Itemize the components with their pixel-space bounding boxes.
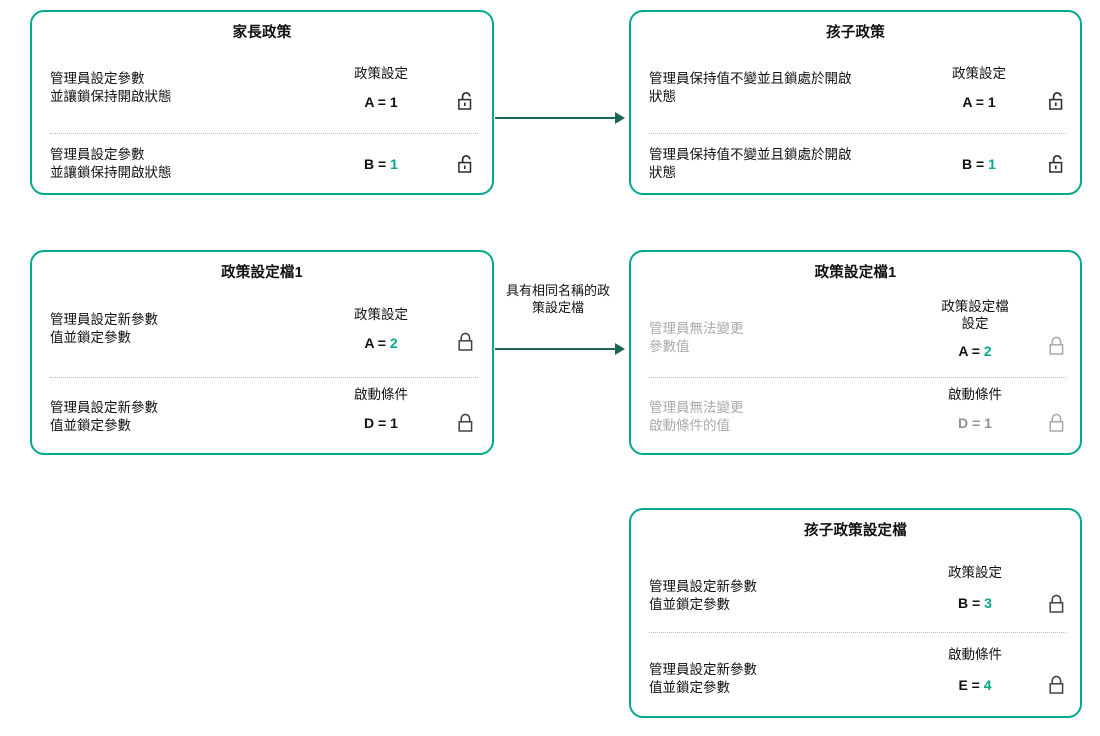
- section-label: 啟動條件: [354, 386, 408, 402]
- lock-icon: [1048, 675, 1066, 696]
- row-value: A = 2: [958, 342, 992, 359]
- lock-icon: [457, 332, 475, 353]
- row-description: 管理員設定參數 並讓鎖保持開啟狀態: [50, 71, 172, 104]
- row-description: 管理員設定新參數 值並鎖定參數: [649, 662, 757, 695]
- row-value: B = 1: [962, 156, 996, 172]
- row-divider: [649, 632, 1066, 633]
- row-description: 管理員設定參數 並讓鎖保持開啟狀態: [50, 147, 172, 180]
- section-label: 政策設定: [354, 306, 408, 322]
- row-value-column: 政策設定 A = 1: [322, 66, 440, 111]
- table-row: 管理員設定新參數 值並鎖定參數 政策設定 A = 2: [32, 290, 492, 368]
- row-value-column: 政策設定 B = 3: [916, 565, 1034, 612]
- row-value: A = 1: [364, 94, 398, 111]
- section-label: 政策設定: [948, 564, 1002, 580]
- section-label: 啟動條件: [948, 386, 1002, 402]
- lock-status-cell: [1034, 302, 1080, 357]
- table-row: 管理員設定新參數 值並鎖定參數 啟動條件 E = 4: [631, 632, 1080, 708]
- table-row: 管理員無法變更 參數值 政策設定檔 設定 A = 2: [631, 290, 1080, 368]
- row-value-column: 啟動條件 E = 4: [916, 647, 1034, 694]
- row-divider: [649, 133, 1066, 134]
- row-value-column: 政策設定 A = 2: [322, 307, 440, 352]
- arrow-head-icon: [615, 343, 625, 355]
- row-description: 管理員設定新參數 值並鎖定參數: [50, 400, 158, 433]
- lock-icon: [1048, 413, 1066, 434]
- lock-status-cell: [440, 385, 492, 434]
- arrow-head-icon: [615, 112, 625, 124]
- row-value: E = 4: [958, 677, 992, 694]
- row-description: 管理員保持值不變並且鎖處於開啟 狀態: [649, 147, 852, 180]
- row-description: 管理員無法變更 參數值: [649, 321, 744, 354]
- row-description: 管理員設定新參數 值並鎖定參數: [649, 579, 757, 612]
- lock-status-cell: [440, 154, 492, 175]
- lock-status-cell: [440, 306, 492, 353]
- card-parent-policy: 家長政策 管理員設定參數 並讓鎖保持開啟狀態 政策設定 A = 1 管理員設定參…: [30, 10, 494, 195]
- unlock-icon: [1048, 154, 1066, 175]
- row-value: D = 1: [364, 415, 398, 432]
- table-row: 管理員設定新參數 值並鎖定參數 政策設定 B = 3: [631, 548, 1080, 628]
- row-value: A = 2: [364, 335, 398, 352]
- unlock-icon: [1048, 91, 1066, 112]
- lock-icon: [1048, 336, 1066, 357]
- card-title: 家長政策: [232, 25, 292, 41]
- table-row: 管理員保持值不變並且鎖處於開啟 狀態 B = 1: [631, 134, 1080, 194]
- row-value: A = 1: [962, 94, 996, 111]
- card-child-policy-profile: 孩子政策設定檔 管理員設定新參數 值並鎖定參數 政策設定 B = 3 管理員設定…: [629, 508, 1082, 718]
- section-label: 啟動條件: [948, 646, 1002, 662]
- section-label: 政策設定檔 設定: [941, 299, 1009, 331]
- row-description: 管理員設定新參數 值並鎖定參數: [50, 312, 158, 345]
- row-value-column: 啟動條件 D = 1: [322, 387, 440, 432]
- unlock-icon: [457, 91, 475, 112]
- lock-status-cell: [1034, 562, 1080, 615]
- card-title: 政策設定檔1: [221, 265, 303, 281]
- connector-label: 具有相同名稱的政 策設定檔: [505, 283, 610, 315]
- table-row: 管理員設定新參數 值並鎖定參數 啟動條件 D = 1: [32, 372, 492, 446]
- row-divider: [50, 377, 478, 378]
- lock-status-cell: [1034, 154, 1080, 175]
- table-row: 管理員無法變更 啟動條件的值 啟動條件 D = 1: [631, 372, 1080, 446]
- row-value: D = 1: [958, 415, 992, 432]
- row-value-column: 啟動條件 D = 1: [916, 387, 1034, 432]
- connector-line: [495, 348, 617, 350]
- section-label: 政策設定: [952, 65, 1006, 81]
- row-value: B = 3: [958, 595, 992, 612]
- lock-icon: [457, 413, 475, 434]
- lock-status-cell: [1034, 385, 1080, 434]
- connector-line: [495, 117, 617, 119]
- lock-status-cell: [440, 65, 492, 112]
- card-policy-profile-1-right: 政策設定檔1 管理員無法變更 參數值 政策設定檔 設定 A = 2 管理員無法變…: [629, 250, 1082, 455]
- unlock-icon: [457, 154, 475, 175]
- lock-status-cell: [1034, 645, 1080, 696]
- card-title: 政策設定檔1: [814, 265, 897, 281]
- lock-status-cell: [1034, 65, 1080, 112]
- card-policy-profile-1-left: 政策設定檔1 管理員設定新參數 值並鎖定參數 政策設定 A = 2 管理員設定新…: [30, 250, 494, 455]
- row-value-column: B = 1: [322, 156, 440, 172]
- table-row: 管理員設定參數 並讓鎖保持開啟狀態 政策設定 A = 1: [32, 52, 492, 124]
- row-value-column: 政策設定 A = 1: [924, 66, 1034, 111]
- lock-icon: [1048, 594, 1066, 615]
- section-label: 政策設定: [354, 65, 408, 81]
- card-child-policy: 孩子政策 管理員保持值不變並且鎖處於開啟 狀態 政策設定 A = 1 管理員保持…: [629, 10, 1082, 195]
- row-divider: [649, 377, 1066, 378]
- row-value-column: B = 1: [924, 156, 1034, 172]
- table-row: 管理員保持值不變並且鎖處於開啟 狀態 政策設定 A = 1: [631, 52, 1080, 124]
- card-title: 孩子政策: [826, 25, 885, 41]
- row-description: 管理員保持值不變並且鎖處於開啟 狀態: [649, 71, 852, 104]
- row-description: 管理員無法變更 啟動條件的值: [649, 400, 744, 433]
- row-value: B = 1: [364, 156, 398, 172]
- card-title: 孩子政策設定檔: [804, 523, 907, 539]
- table-row: 管理員設定參數 並讓鎖保持開啟狀態 B = 1: [32, 134, 492, 194]
- row-divider: [50, 133, 478, 134]
- row-value-column: 政策設定檔 設定 A = 2: [916, 299, 1034, 359]
